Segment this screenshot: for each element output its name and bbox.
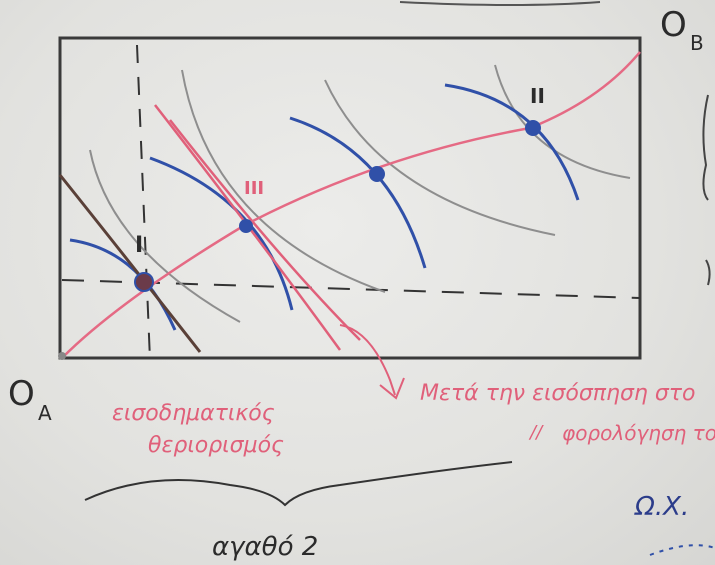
budget-lines-red [154, 104, 361, 351]
label-point-ii: II [530, 84, 545, 108]
label-point-i: I [135, 233, 143, 258]
edgeworth-box-frame [58, 36, 642, 360]
top-stroke [399, 1, 601, 6]
point-i [134, 272, 154, 292]
brace-mark-2 [705, 259, 711, 286]
origin-a-sub: A [38, 401, 52, 425]
note-income-line2: θεριορισμός [148, 433, 284, 458]
axis-good-label: αγαθό 2 [212, 532, 318, 562]
dashed-vertical [136, 44, 151, 361]
note-quote-mark: // [528, 422, 544, 443]
under-brace [84, 461, 513, 507]
origin-b-letter: O [660, 5, 687, 45]
contract-curve [61, 51, 641, 359]
red-arrow-head [379, 377, 405, 400]
brace-mark [702, 94, 709, 201]
note-income-line1: εισοδηματικός [112, 401, 275, 426]
origin-a-letter: O [8, 374, 35, 414]
origin-dot [58, 352, 66, 360]
point-iv [369, 166, 385, 182]
indifference-curves-b [89, 64, 631, 323]
note-after-line1: Μετά την εισόσπηση στο [420, 381, 695, 406]
point-ii [525, 120, 541, 136]
red-arrow-line [339, 324, 396, 396]
point-iii [239, 219, 253, 233]
budget-line-dark [58, 174, 202, 353]
right-scribble [649, 544, 715, 556]
note-after-line2: φορολόγηση το [562, 421, 715, 445]
origin-b-sub: B [690, 31, 704, 55]
dashed-horizontal [61, 279, 641, 299]
label-point-iii: III [244, 178, 264, 199]
indifference-curves-a [69, 83, 580, 331]
note-right: Ω.Χ. [634, 492, 689, 522]
